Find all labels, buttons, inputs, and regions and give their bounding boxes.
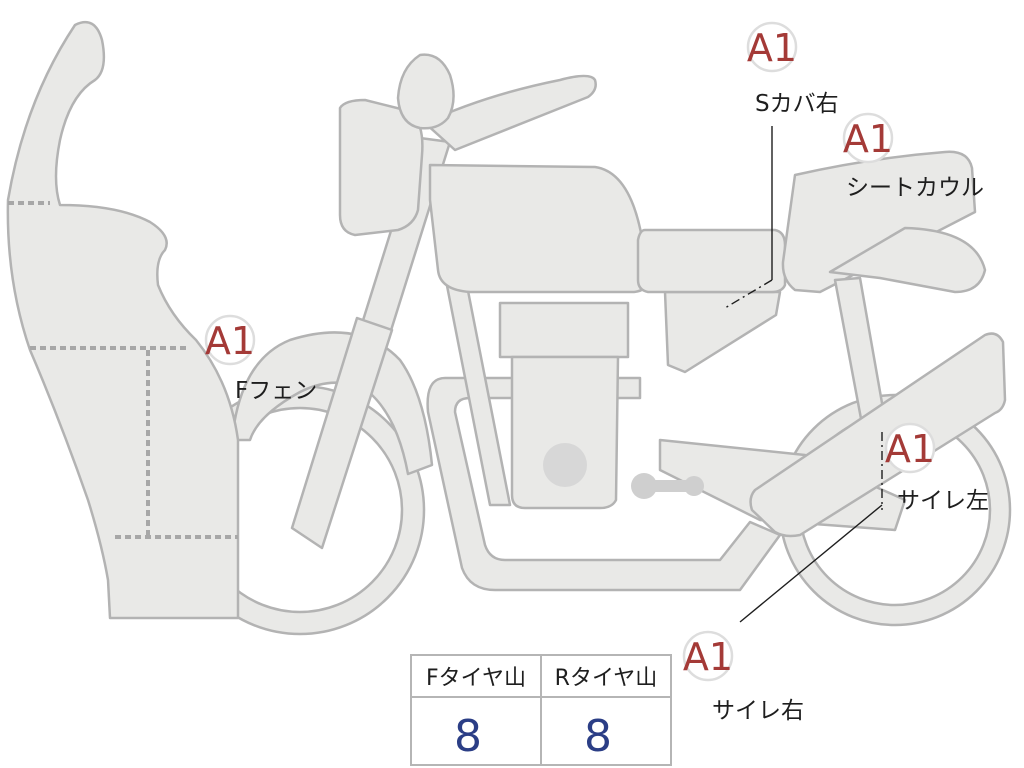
footpeg: [631, 473, 704, 499]
front-tread-header: Fタイヤ山: [426, 666, 526, 691]
part-label: シートカウル: [846, 175, 984, 201]
part-label: サイレ左: [897, 488, 989, 514]
side-plate-shape: [749, 332, 1007, 538]
front-fender-shape: [230, 331, 434, 476]
grade-text: A1: [885, 427, 935, 471]
part-s-cover-right[interactable]: A1 Sカバ右: [746, 21, 839, 117]
rear-tread-value: 8: [584, 711, 612, 762]
fuel-tank: [428, 163, 650, 294]
part-label: Fフェン: [235, 378, 317, 404]
part-label: サイレ右: [712, 698, 804, 724]
front-tread-value: 8: [454, 711, 482, 762]
grade-text: A1: [747, 26, 797, 70]
seat: [636, 228, 787, 294]
grade-badge: A1: [682, 630, 734, 682]
part-front-fender[interactable]: A1 Fフェン: [204, 314, 317, 404]
front-fork: [290, 136, 452, 550]
grade-text: A1: [683, 635, 733, 679]
grade-badge: A1: [884, 422, 936, 474]
side-cover-shape: [663, 290, 782, 374]
grade-badge: A1: [746, 21, 798, 73]
tire-tread-table: Fタイヤ山 Rタイヤ山 8 8: [410, 654, 672, 766]
frame-loop: [426, 376, 782, 592]
grade-badge: A1: [842, 112, 894, 164]
rear-shock: [833, 276, 887, 426]
grade-text: A1: [205, 319, 255, 363]
engine: [498, 301, 630, 510]
rear-tread-header: Rタイヤ山: [555, 666, 658, 691]
front-cowl-shape: [6, 20, 240, 620]
part-side-cover-right[interactable]: A1 サイレ右: [682, 630, 804, 724]
grade-badge: A1: [204, 314, 256, 366]
part-label: Sカバ右: [755, 91, 839, 117]
grade-text: A1: [843, 117, 893, 161]
handlebar: [338, 53, 597, 237]
part-side-cover-left[interactable]: A1 サイレ左: [884, 422, 989, 514]
seat-cowl-shape: [781, 150, 987, 294]
part-seat-cowl[interactable]: A1 シートカウル: [842, 112, 984, 201]
leader-lines: [724, 126, 883, 623]
